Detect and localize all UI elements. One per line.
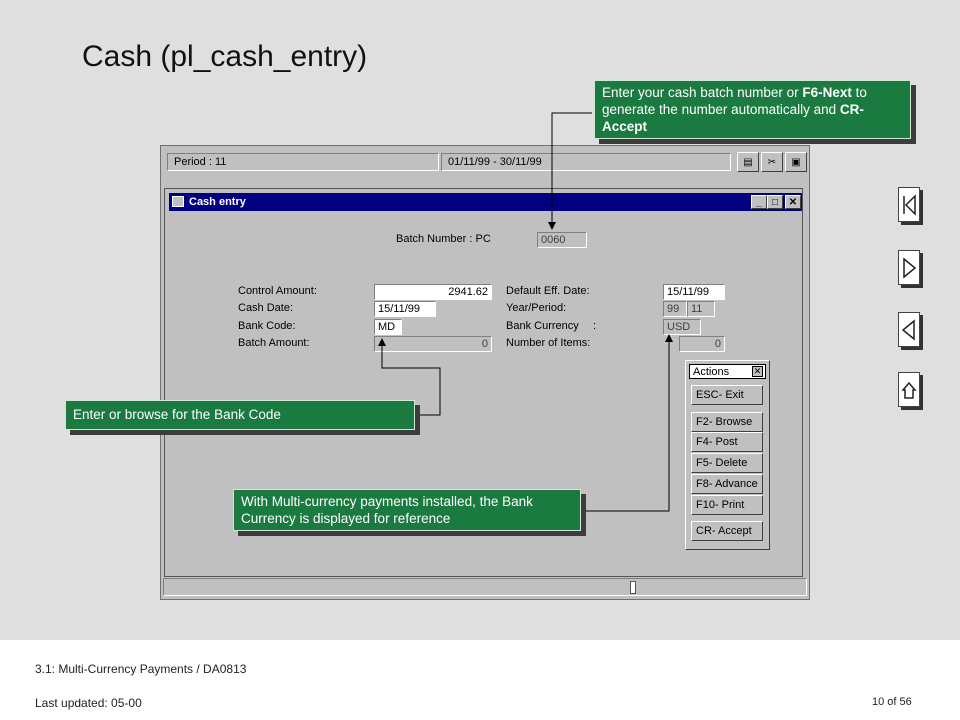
number-of-items-label: Number of Items: xyxy=(506,337,591,349)
footer: 3.1: Multi-Currency Payments / DA0813 La… xyxy=(0,640,960,720)
status-bar xyxy=(163,578,807,596)
status-indicator xyxy=(630,581,636,594)
period-number-field: 11 xyxy=(687,301,715,317)
next-page-icon[interactable] xyxy=(898,250,920,285)
batch-number-callout: Enter your cash batch number or F6-Next … xyxy=(594,80,911,139)
cash-date-input[interactable]: 15/11/99 xyxy=(374,301,436,317)
course-reference: 3.1: Multi-Currency Payments / DA0813 xyxy=(35,662,247,676)
batch-connector xyxy=(548,112,592,230)
batch-amount-input: 0 xyxy=(374,336,492,352)
bank-currency-callout: With Multi-currency payments installed, … xyxy=(233,489,581,531)
currency-connector xyxy=(582,334,673,512)
callout-key-cr: CR-Accept xyxy=(602,102,864,134)
f2-browse-button[interactable]: F2- Browse xyxy=(691,412,763,432)
bank-code-callout: Enter or browse for the Bank Code xyxy=(65,400,415,430)
control-amount-label: Control Amount: xyxy=(238,285,317,297)
callout-text: to generate the number automatically and xyxy=(602,85,867,117)
slide-title: Cash (pl_cash_entry) xyxy=(82,40,368,73)
cut-icon[interactable]: ✂ xyxy=(761,152,783,172)
default-eff-date-input[interactable]: 15/11/99 xyxy=(663,284,725,300)
page-number: 10 of 56 xyxy=(872,696,912,708)
connector-lines xyxy=(378,112,673,512)
window-menu-icon[interactable] xyxy=(172,196,184,207)
batch-number-input[interactable]: 0060 xyxy=(537,232,587,248)
minimize-icon[interactable]: _ xyxy=(751,195,767,209)
first-page-icon[interactable] xyxy=(898,187,920,222)
callout-text: Enter your cash batch number or xyxy=(602,85,803,100)
f10-print-button[interactable]: F10- Print xyxy=(691,495,763,515)
f4-post-button[interactable]: F4- Post xyxy=(691,432,763,452)
year-period-label: Year/Period: xyxy=(506,302,567,314)
actions-title: Actions ✕ xyxy=(689,364,766,379)
bank-code-label: Bank Code: xyxy=(238,320,296,332)
cr-accept-button[interactable]: CR- Accept xyxy=(691,521,763,541)
bank-currency-label: Bank Currency xyxy=(506,320,579,332)
period-field: Period : 11 xyxy=(167,153,439,171)
callout-key-f6: F6-Next xyxy=(802,85,852,100)
f5-delete-button[interactable]: F5- Delete xyxy=(691,453,763,473)
paste-icon[interactable]: ▣ xyxy=(785,152,807,172)
year-field: 99 xyxy=(663,301,687,317)
batch-number-label: Batch Number : PC xyxy=(396,233,491,245)
esc-exit-button[interactable]: ESC- Exit xyxy=(691,385,763,405)
control-amount-input[interactable]: 2941.62 xyxy=(374,284,492,300)
bank-currency-field: USD xyxy=(663,319,701,335)
bank-code-input[interactable]: MD xyxy=(374,319,402,335)
f8-advance-button[interactable]: F8- Advance xyxy=(691,474,763,494)
number-of-items-field: 0 xyxy=(679,336,725,352)
period-range-field: 01/11/99 - 30/11/99 xyxy=(441,153,731,171)
previous-page-icon[interactable] xyxy=(898,312,920,347)
window-titlebar[interactable]: Cash entry xyxy=(169,193,802,211)
default-eff-date-label: Default Eff. Date: xyxy=(506,285,590,297)
copy-icon[interactable]: ▤ xyxy=(737,152,759,172)
maximize-icon[interactable]: □ xyxy=(767,195,783,209)
close-icon[interactable]: ✕ xyxy=(785,195,801,209)
home-icon[interactable] xyxy=(898,372,920,407)
cash-date-label: Cash Date: xyxy=(238,302,294,314)
window-title: Cash entry xyxy=(189,196,246,208)
actions-title-text: Actions xyxy=(693,366,730,378)
bank-currency-colon: : xyxy=(593,320,597,332)
bank-code-connector xyxy=(378,338,441,416)
batch-amount-label: Batch Amount: xyxy=(238,337,310,349)
actions-panel: Actions ✕ ESC- Exit F2- Browse F4- Post … xyxy=(685,360,770,550)
last-updated: Last updated: 05-00 xyxy=(35,696,142,710)
slide-area: Cash (pl_cash_entry) Period : 11 01/11/9… xyxy=(0,0,960,640)
actions-close-icon[interactable]: ✕ xyxy=(752,366,763,377)
